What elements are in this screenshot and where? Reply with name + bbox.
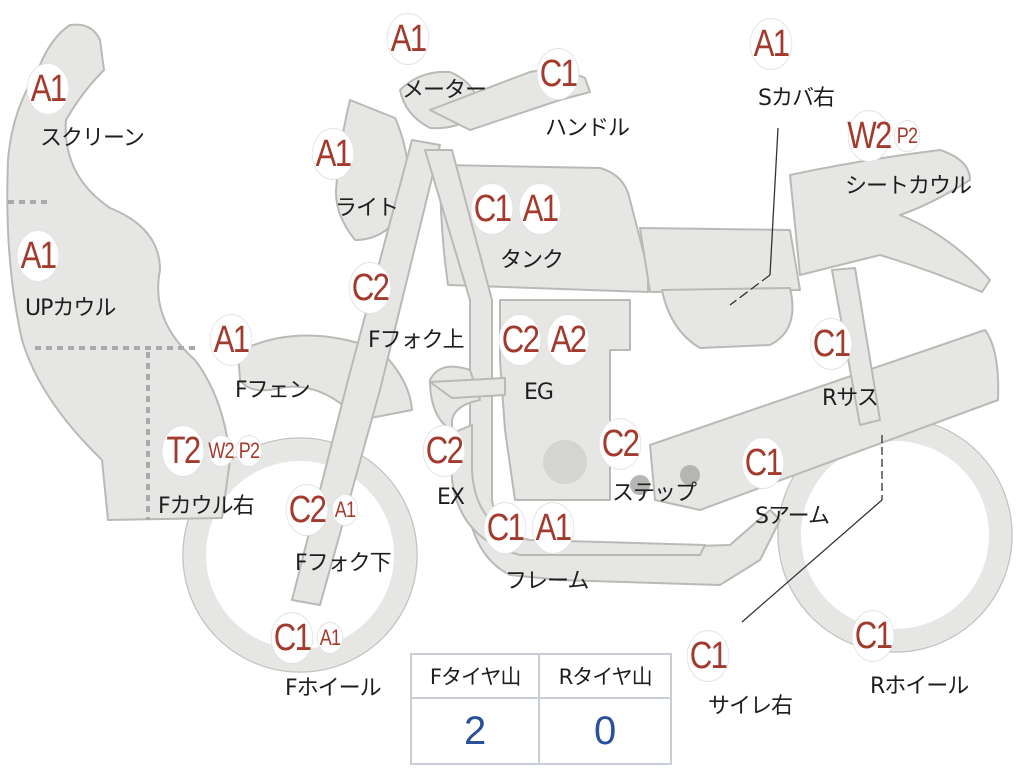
step-peg-left [630, 475, 650, 495]
front-wheel-edge [182, 437, 418, 673]
cowl-shape [6, 23, 231, 521]
damage-code-badge: C1 [483, 502, 527, 554]
damage-code-badge: C1 [536, 48, 580, 100]
part-label-rwheel: Rホイール [870, 674, 969, 699]
seat-shape [639, 227, 801, 293]
part-label-fwheel: Fホイール [285, 676, 382, 701]
damage-code-badge: C1 [686, 630, 730, 682]
damage-code-badge: A1 [518, 183, 562, 235]
damage-code-badge: C2 [598, 418, 642, 470]
damage-code-badge: C2 [498, 314, 542, 366]
seat-cowl-shape [789, 149, 991, 293]
part-label-seatcowl: シートカウル [845, 174, 972, 199]
part-label-rsus: Rサス [822, 386, 879, 411]
damage-code-badge: A1 [316, 622, 344, 654]
rear-tire-header: Rタイヤ山 [538, 653, 672, 699]
damage-code-badge: C2 [422, 425, 466, 477]
part-label-fcowl: Fカウル右 [158, 494, 255, 519]
damage-code-badge: A1 [331, 494, 359, 526]
part-label-tank: タンク [500, 248, 564, 273]
front-tire-value: 2 [409, 697, 541, 765]
part-label-step: ステップ [612, 481, 697, 506]
part-label-scover: Sカバ右 [758, 86, 835, 111]
part-label-screen: スクリーン [40, 126, 145, 151]
leader-lines [729, 127, 883, 623]
damage-code-badge: P2 [235, 435, 263, 467]
damage-code-badge: A1 [531, 502, 575, 554]
part-label-light: ライト [335, 196, 399, 221]
part-label-sidestand: サイレ右 [708, 694, 793, 719]
part-label-ffork-up: Fフォク上 [368, 328, 465, 353]
damage-code-badge: T2 [161, 425, 205, 477]
rear-tire-value: 0 [538, 697, 672, 765]
damage-code-badge: A1 [311, 128, 355, 180]
front-tire-header: Fタイヤ山 [409, 653, 541, 699]
part-label-meter: メーター [402, 78, 487, 103]
damage-code-badge: W2 [847, 110, 892, 162]
fork-shape [291, 139, 441, 606]
damage-code-badge: A1 [209, 314, 253, 366]
part-label-upcowl: UPカウル [25, 296, 116, 321]
part-label-ffender: Fフェン [235, 378, 311, 403]
damage-code-badge: P2 [893, 120, 921, 152]
damage-code-badge: A2 [546, 314, 590, 366]
damage-code-badge: A1 [16, 230, 60, 282]
part-label-ex: EX [437, 485, 465, 510]
step-peg-right [680, 465, 700, 485]
damage-code-badge: C1 [470, 183, 514, 235]
damage-code-badge: A1 [26, 63, 70, 115]
damage-code-badge: C2 [285, 484, 329, 536]
rear-suspension-shape [831, 267, 881, 426]
damage-code-badge: C1 [809, 318, 853, 370]
damage-code-badge: C2 [348, 262, 392, 314]
damage-code-badge: W2 [207, 435, 235, 467]
damage-code-badge: C1 [270, 612, 314, 664]
part-label-sarm: Sアーム [755, 504, 830, 529]
part-label-ffork-low: Fフォク下 [295, 551, 392, 576]
damage-code-badge: C1 [741, 437, 785, 489]
exhaust-shape [429, 377, 506, 399]
part-label-eg: EG [524, 380, 554, 405]
engine-cover-shape [543, 440, 587, 484]
damage-code-badge: C1 [851, 610, 895, 662]
tire-tread-table: Fタイヤ山 Rタイヤ山 2 0 [409, 653, 672, 765]
side-cover-shape [661, 287, 794, 349]
cowl-dividers [8, 200, 198, 520]
damage-code-badge: A1 [749, 18, 793, 70]
swingarm-shape [649, 329, 1000, 511]
damage-code-badge: A1 [386, 13, 430, 65]
part-label-handle: ハンドル [545, 116, 630, 141]
part-label-frame: フレーム [505, 569, 589, 594]
